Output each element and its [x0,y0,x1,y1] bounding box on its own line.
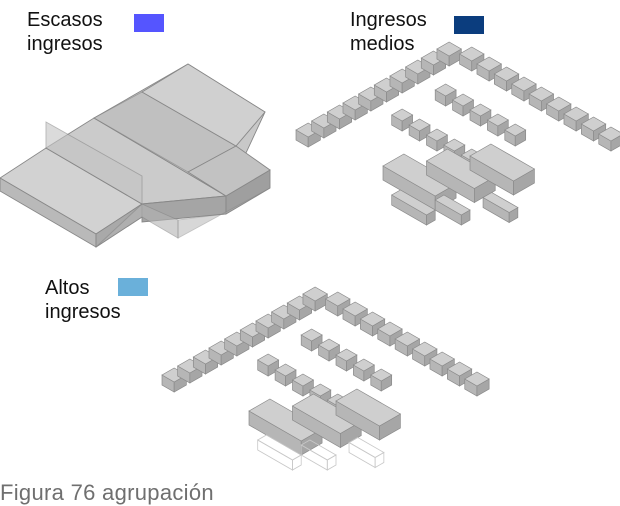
legend-low-income-line1: Escasos [27,9,103,31]
building-block [324,291,351,317]
building-block [300,328,323,352]
legend-middle-income-swatch [454,16,484,34]
building-block [504,123,527,147]
high-income-grouping [161,286,490,471]
legend-high-income-line1: Altos [45,277,90,299]
building-block [411,341,438,367]
low-income-grouping [0,63,271,248]
building-block [352,358,375,382]
building-block [429,351,456,377]
legend-low-income: Escasos ingresos [27,8,103,56]
figure-caption: Figura 76 agrupación [0,480,214,505]
building-block [580,116,607,142]
building-block [248,398,323,456]
middle-income-grouping [295,41,620,226]
building-block [464,371,490,397]
building-block [476,56,503,82]
legend-middle-income: Ingresos medios [350,8,427,56]
building-block [434,194,471,226]
building-block [425,128,449,152]
building-block [469,103,492,127]
building-block [408,118,431,142]
building-block [446,361,473,387]
glass-block [300,439,337,471]
building-block [256,353,280,377]
building-block [511,76,537,102]
building-block [469,143,536,196]
building-block [598,126,620,152]
building-block [390,189,436,226]
legend-middle-income-line1: Ingresos [350,9,427,31]
building-block [528,86,555,112]
building-block [370,368,393,392]
legend-low-income-line2: ingresos [27,33,103,55]
building-block [486,113,509,137]
building-block [493,66,520,92]
legend-high-income: Altos ingresos [45,276,121,324]
building-block [359,311,386,337]
building-block [342,301,369,327]
building-block [291,373,315,397]
legend-middle-income-line2: medios [350,33,415,55]
glass-block [348,437,385,469]
building-block [302,286,329,312]
legend-low-income-swatch [134,14,164,32]
legend-high-income-swatch [118,278,148,296]
building-block [434,83,457,107]
building-block [335,388,402,441]
building-block [436,41,463,67]
building-block [335,348,358,372]
building-block [377,321,403,347]
building-block [482,192,519,224]
legend-high-income-line2: ingresos [45,301,121,323]
building-block [451,93,475,117]
building-block [563,106,590,132]
